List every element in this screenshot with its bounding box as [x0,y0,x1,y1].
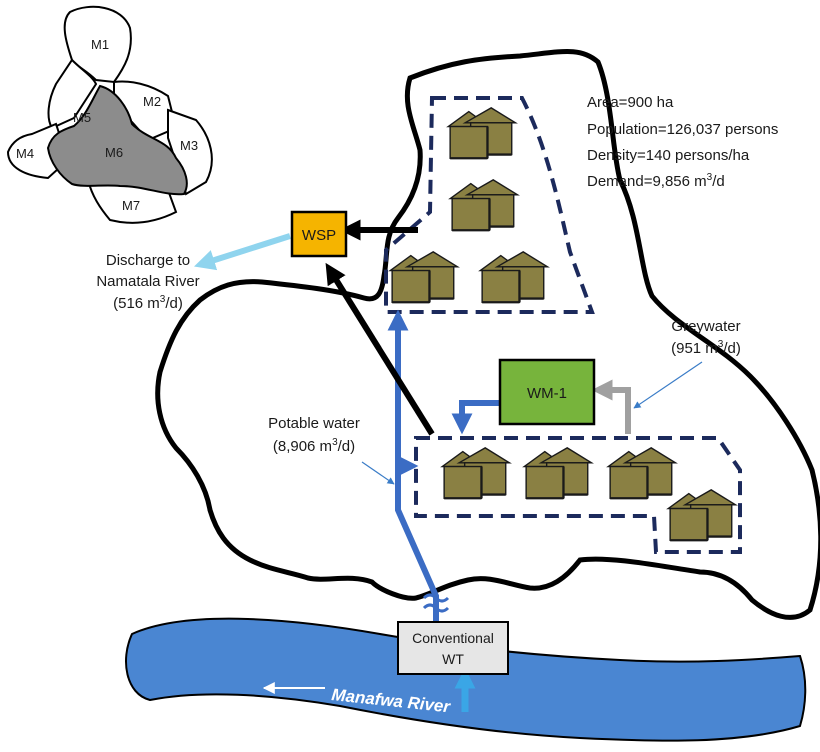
zone-label-m5: M5 [73,110,91,125]
wm1-return-pipe [451,400,500,435]
zone-label-m7: M7 [122,198,140,213]
stat-density: Density=140 persons/ha [587,147,750,164]
greywater-line2: (951 m3/d) [671,339,741,357]
greywater-pipe [591,379,631,434]
stat-population: Population=126,037 persons [587,121,778,138]
wm1-label: WM-1 [527,385,567,402]
lower-cluster-boundary [414,436,742,554]
greywater-line1: Greywater [671,318,740,335]
potable-pointer [361,461,395,485]
discharge-line1: Discharge to [106,252,190,269]
potable-water-pipe [387,309,439,628]
area-stats: Area=900 ha Population=126,037 persons D… [587,94,778,190]
discharge-line2: Namatala River [96,273,199,290]
potable-line1: Potable water [268,415,360,432]
greywater-pointer [633,361,703,409]
discharge-arrow [193,233,291,271]
wm1-box: WM-1 [498,358,596,426]
greywater-label: Greywater (951 m3/d) [633,318,741,409]
wt-label-line1: Conventional [412,630,494,646]
zone-m6 [46,84,188,196]
zone-label-m4: M4 [16,146,34,161]
pipe-break-symbol [422,593,450,613]
inset-map: M1 M2 M3 M4 M5 M6 M7 [6,5,213,224]
zone-label-m1: M1 [91,37,109,52]
wastewater-to-wsp-arrow [325,262,435,436]
zone-label-m6: M6 [105,145,123,160]
wsp-box: WSP [290,210,348,258]
discharge-line3: (516 m3/d) [113,294,183,312]
wt-label-line2: WT [442,651,464,667]
discharge-label: Discharge to Namatala River (516 m3/d) [96,252,199,312]
upper-cluster-boundary [384,96,595,314]
stat-area: Area=900 ha [587,94,674,111]
zone-label-m3: M3 [180,138,198,153]
stat-demand: Demand=9,856 m3/d [587,172,725,190]
potable-line2: (8,906 m3/d) [273,437,355,455]
zone-m5 [47,58,98,130]
wsp-label: WSP [302,227,336,244]
potable-label: Potable water (8,906 m3/d) [268,415,395,485]
conventional-wt-box: Conventional WT [397,621,509,675]
zone-label-m2: M2 [143,94,161,109]
